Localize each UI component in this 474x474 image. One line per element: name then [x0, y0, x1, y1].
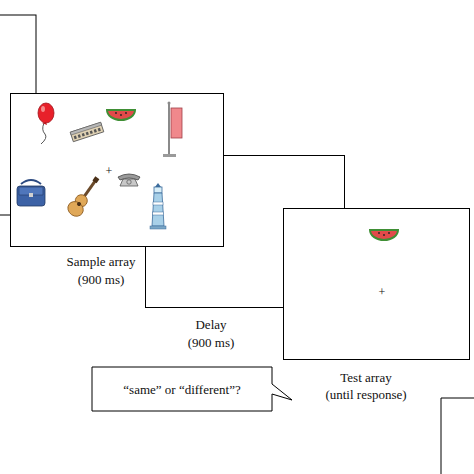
harmonica-icon: [90, 130, 93, 134]
harmonica-icon: [94, 129, 97, 133]
harmonica-icon: [70, 122, 104, 141]
guitar-icon: [92, 176, 99, 183]
flag-icon: [168, 103, 170, 156]
sample-objects: [11, 94, 225, 248]
lighthouse-icon: [150, 183, 166, 229]
balloon-icon: [38, 103, 54, 144]
balloon-icon: [41, 123, 46, 144]
balloon-icon: [38, 103, 54, 123]
harmonica-icon: [82, 133, 85, 137]
next-frame-edge: [441, 398, 474, 399]
guitar-icon: [65, 199, 86, 220]
harmonica-icon: [74, 128, 101, 139]
harmonica-icon: [74, 136, 77, 140]
frame-label: Sample array: [67, 254, 136, 269]
harmonica-icon: [70, 122, 104, 141]
bubble-outline: [92, 367, 292, 411]
telephone-icon: [127, 180, 131, 184]
bag-icon: [21, 180, 41, 184]
harmonica-icon: [98, 128, 101, 132]
bag-icon: [29, 193, 33, 197]
watermelon-icon: [125, 112, 127, 114]
watermelon-icon: [107, 110, 135, 120]
harmonica-icon: [78, 134, 81, 138]
flag-icon: [168, 102, 171, 105]
flag-icon: [163, 154, 176, 157]
frame-label: Delay: [195, 317, 226, 332]
flag-icon: [163, 102, 182, 158]
fixation-cross: +: [106, 164, 113, 178]
lighthouse-icon: [153, 202, 163, 205]
guitar-icon: [76, 201, 82, 207]
balloon-icon: [41, 106, 45, 112]
harmonica-icon: [86, 132, 89, 136]
lighthouse-icon: [155, 183, 161, 187]
harmonica-icon: [70, 122, 101, 135]
guitar-icon: [65, 173, 104, 219]
balloon-icon: [42, 122, 47, 125]
telephone-icon: [118, 174, 140, 186]
lighthouse-icon: [154, 187, 162, 193]
duration-label: (900 ms): [78, 272, 125, 287]
telephone-icon: [120, 179, 138, 186]
watermelon-icon: [115, 112, 117, 114]
watermelon-icon: [383, 234, 385, 236]
speech-bubble: “same” or “different”?: [92, 367, 272, 411]
bag-icon: [17, 186, 45, 206]
watermelon-icon: [370, 230, 398, 240]
fixation-cross: +: [379, 285, 386, 299]
watermelon-icon: [120, 114, 122, 116]
duration-label: (until response): [325, 387, 406, 402]
response-prompt: “same” or “different”?: [123, 382, 240, 397]
watermelon-icon: [370, 230, 398, 240]
frame-label: Test array: [340, 370, 391, 385]
lighthouse-icon: [153, 212, 164, 215]
test-objects: [284, 209, 471, 361]
sample-array-frame: +Sample array(900 ms): [10, 93, 224, 247]
lighthouse-icon: [152, 193, 164, 226]
lighthouse-icon: [150, 226, 166, 229]
next-frame-edge: [441, 398, 442, 474]
duration-label: (900 ms): [188, 335, 235, 350]
watermelon-icon: [378, 232, 380, 234]
watermelon-icon: [388, 232, 390, 234]
telephone-icon: [118, 174, 140, 180]
flag-icon: [171, 108, 182, 138]
watermelon-icon: [107, 110, 135, 120]
bag-icon: [17, 180, 45, 206]
test-array-frame: +Test array(until response): [283, 208, 470, 360]
